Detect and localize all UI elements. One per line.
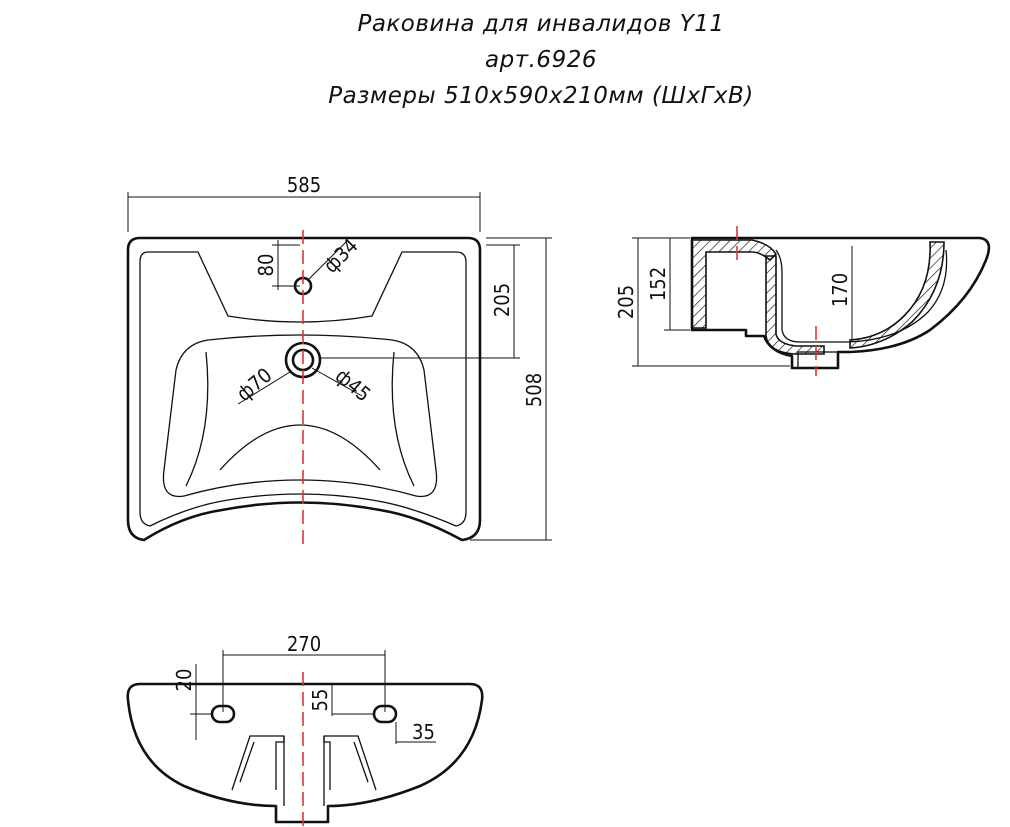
top-view-basin	[162, 334, 438, 498]
top-view-basin-ridge-mid	[219, 424, 381, 471]
title-block: Раковина для инвалидов Y11 арт.6926 Разм…	[0, 6, 1010, 114]
dim-270-label: 270	[287, 632, 321, 656]
side-view-front-section	[849, 241, 945, 349]
dim-205-label: 205	[490, 283, 514, 317]
side-view-wall-section	[691, 239, 778, 329]
top-view-outer-contour	[126, 236, 482, 542]
dim-20-label: 20	[172, 669, 196, 692]
side-view: 205 152 170	[614, 226, 991, 376]
back-view-cavity-left-ridge	[239, 741, 255, 783]
product-name: Раковина для инвалидов Y11	[357, 11, 725, 37]
drain-inner-diameter-label: ф45	[331, 363, 376, 406]
top-view: 585 508 205 80 ф34 ф70 ф45	[126, 173, 552, 548]
leader-drain-inner	[311, 367, 363, 397]
dim-508-label: 508	[522, 373, 546, 407]
top-view-inner-rim	[139, 251, 467, 527]
side-dim-152-label: 152	[646, 267, 670, 301]
dimensions-line: Размеры 510х590х210мм (ШхГхВ)	[328, 83, 754, 109]
back-view-cavity-right-ridge	[353, 741, 369, 783]
dim-80-label: 80	[254, 254, 278, 277]
leader-tap-hole	[307, 241, 347, 281]
side-dim-205-label: 205	[614, 285, 638, 319]
side-view-bowl-inner	[775, 249, 948, 343]
top-view-basin-ridge-left	[185, 351, 209, 487]
back-view-outer-profile	[126, 682, 484, 824]
dim-585-label: 585	[287, 173, 321, 197]
dim-35-label: 35	[412, 720, 435, 744]
leader-drain-outer	[237, 371, 291, 405]
back-view: 270 20 55 35	[126, 632, 484, 826]
drain-outer-diameter-label: ф70	[232, 363, 277, 406]
side-view-drain-spigot	[797, 351, 839, 369]
side-dim-170-label: 170	[828, 273, 852, 307]
article-number: арт.6926	[485, 47, 597, 73]
top-view-basin-ridge-right	[391, 351, 415, 487]
side-view-bowl-section	[765, 255, 825, 355]
dim-55-label: 55	[308, 689, 332, 712]
tap-hole-diameter-label: ф34	[319, 233, 363, 277]
